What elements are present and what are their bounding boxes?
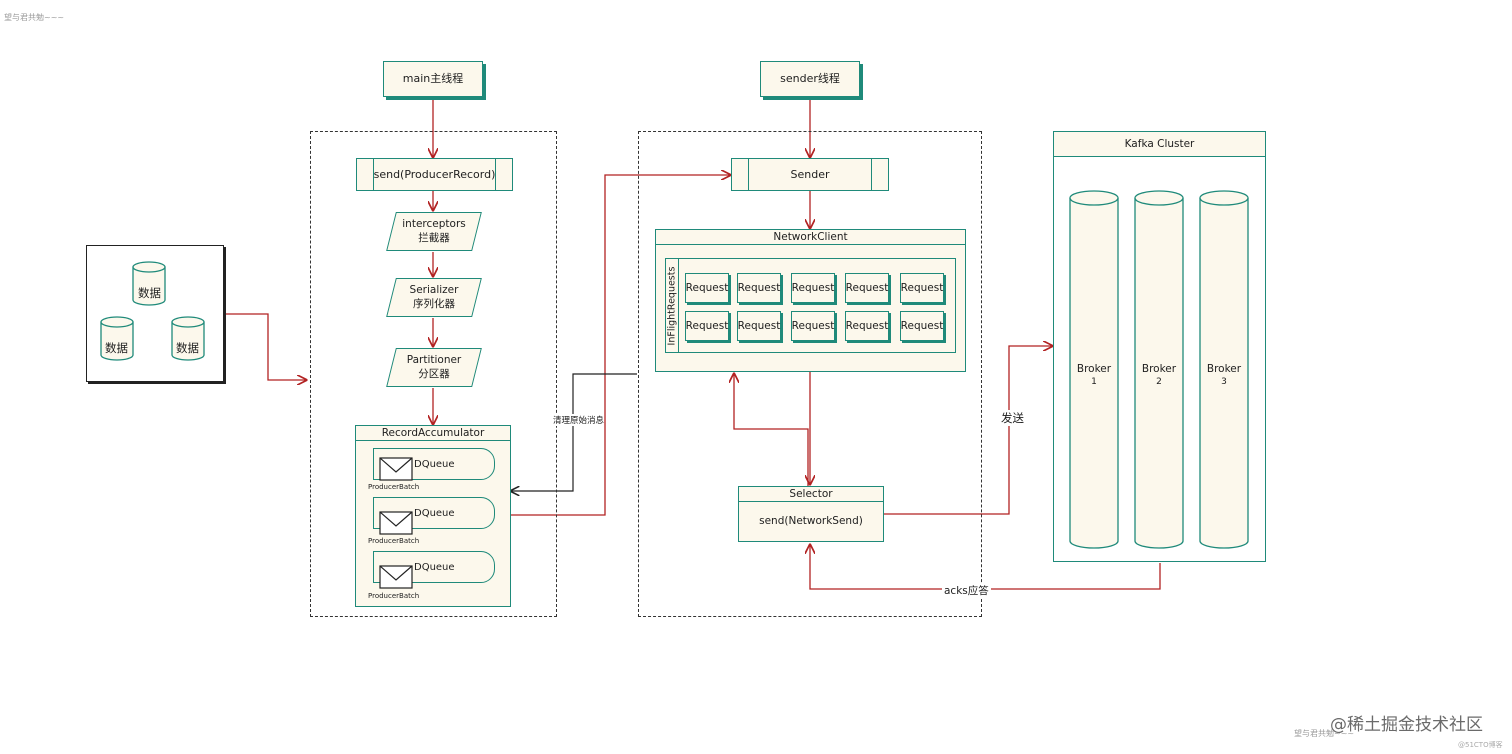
broker-id: 3 <box>1221 376 1227 387</box>
selector-title: Selector <box>739 487 883 502</box>
data-label-2: 数据 <box>105 341 128 355</box>
producer-batch-label-2: ProducerBatch <box>368 537 420 545</box>
partitioner-box: Partitioner 分区器 <box>386 348 482 387</box>
arrow-data-to-producer <box>224 313 306 380</box>
arrow-clear-message <box>511 373 637 491</box>
main-thread-region <box>310 131 557 617</box>
request-item: Request <box>845 311 889 341</box>
data-label-1: 数据 <box>138 286 161 300</box>
acks-label: acks应答 <box>942 583 991 598</box>
request-item: Request <box>791 273 835 303</box>
clear-message-label: 清理原始消息 <box>553 414 605 426</box>
request-item: Request <box>737 311 781 341</box>
request-item: Request <box>685 311 729 341</box>
producer-batch-label-3: ProducerBatch <box>368 592 420 600</box>
sender-box: Sender <box>731 158 889 191</box>
broker-id: 1 <box>1091 376 1097 387</box>
broker-name: Broker <box>1141 363 1177 375</box>
selector-method: send(NetworkSend) <box>759 515 863 527</box>
request-item: Request <box>900 273 944 303</box>
sender-thread-region <box>638 131 982 617</box>
dqueue-3: DQueue <box>373 551 495 583</box>
data-label-3: 数据 <box>176 341 199 355</box>
broker-name: Broker <box>1076 363 1112 375</box>
main-thread-box: main主线程 <box>383 61 483 97</box>
arrow-accumulator-to-sender <box>511 175 730 516</box>
dqueue-1: DQueue <box>373 448 495 480</box>
broker-2-label: Broker 2 <box>1135 363 1183 388</box>
arrow-selector-to-kafka <box>884 346 1052 515</box>
arrow-selector-to-networkclient <box>734 374 809 486</box>
broker-id: 2 <box>1156 376 1162 387</box>
watermark-top: 望与君共勉~~~ <box>4 13 65 22</box>
footer-small: @51CTO博客 <box>1458 741 1503 749</box>
broker-name: Broker <box>1206 363 1242 375</box>
inflight-strip <box>665 258 679 353</box>
interceptors-box: interceptors 拦截器 <box>386 212 482 251</box>
broker-3-label: Broker 3 <box>1200 363 1248 388</box>
serializer-box: Serializer 序列化器 <box>386 278 482 317</box>
sender-thread-box: sender线程 <box>760 61 860 97</box>
dqueue-2: DQueue <box>373 497 495 529</box>
data-source-box <box>86 245 224 382</box>
request-item: Request <box>737 273 781 303</box>
record-accumulator-title: RecordAccumulator <box>356 426 510 441</box>
request-item: Request <box>685 273 729 303</box>
network-client-title: NetworkClient <box>656 230 965 245</box>
send-method-box: send(ProducerRecord) <box>356 158 513 191</box>
selector-box: Selector send(NetworkSend) <box>738 486 884 542</box>
producer-batch-label-1: ProducerBatch <box>368 483 420 491</box>
watermark-bottom: 望与君共勉~~~ <box>1294 729 1355 738</box>
request-item: Request <box>791 311 835 341</box>
request-item: Request <box>845 273 889 303</box>
footer-brand: @稀土掘金技术社区 <box>1330 715 1483 735</box>
kafka-cluster: Kafka Cluster <box>1053 131 1266 562</box>
kafka-cluster-title: Kafka Cluster <box>1054 132 1265 157</box>
broker-1-label: Broker 1 <box>1070 363 1118 388</box>
send-label: 发送 <box>1001 410 1024 426</box>
request-item: Request <box>900 311 944 341</box>
inflight-label: InFlightRequests <box>666 266 678 346</box>
